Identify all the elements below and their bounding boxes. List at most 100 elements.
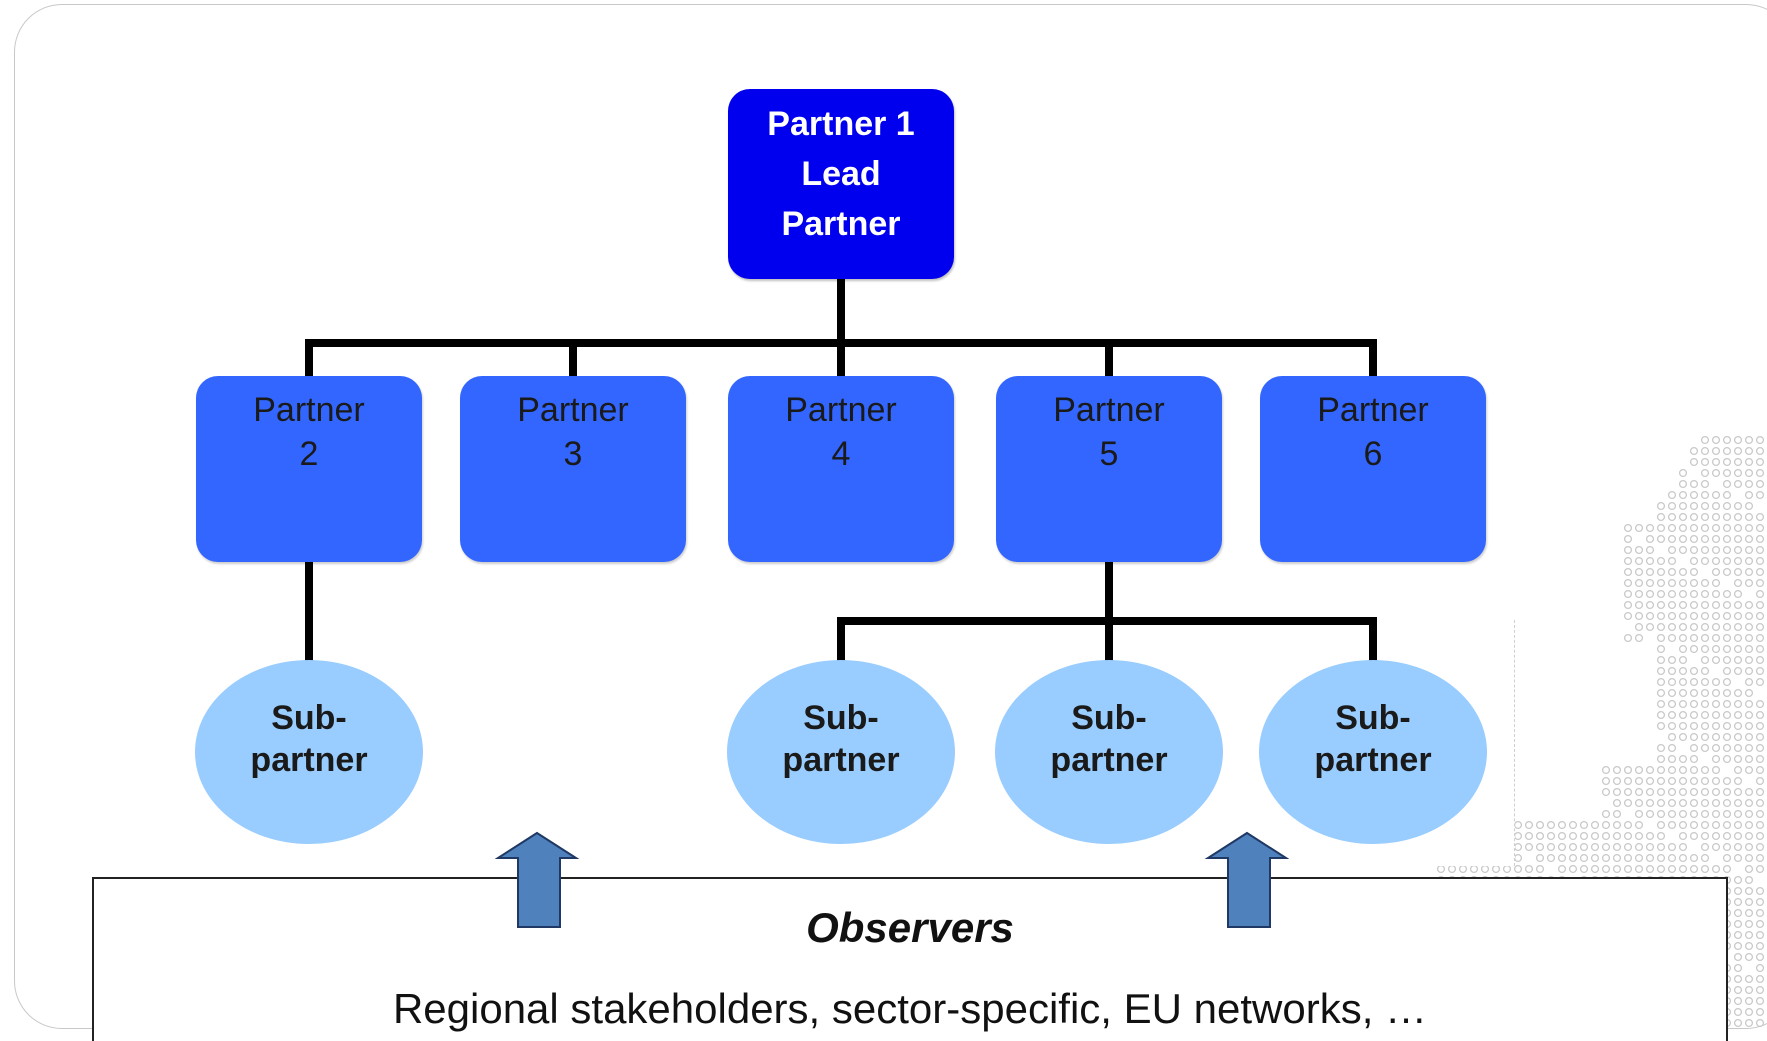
map-dot [1568, 831, 1578, 841]
map-dot [1656, 611, 1666, 621]
map-dot [1700, 853, 1710, 863]
map-dot [1645, 853, 1655, 863]
map-dot [1634, 864, 1644, 874]
map-dot [1557, 842, 1567, 852]
map-dot [1678, 765, 1688, 775]
map-dot [1733, 875, 1743, 885]
map-dot [1579, 831, 1589, 841]
map-dot [1656, 600, 1666, 610]
map-dot [1524, 842, 1534, 852]
map-dot [1700, 578, 1710, 588]
up-arrow-right-icon [1204, 831, 1290, 928]
map-dot [1733, 952, 1743, 962]
map-dot [1755, 919, 1765, 929]
map-dot [1733, 776, 1743, 786]
map-dot [1634, 578, 1644, 588]
partner-5-box: Partner 5 [996, 376, 1222, 562]
map-dot [1744, 842, 1754, 852]
sub-partner-of-partner-2: Sub- partner [195, 660, 423, 844]
map-dot [1623, 765, 1633, 775]
map-dot [1689, 864, 1699, 874]
map-dot [1733, 985, 1743, 995]
map-dot [1689, 765, 1699, 775]
map-dot [1678, 754, 1688, 764]
map-dot [1623, 853, 1633, 863]
map-dot [1722, 446, 1732, 456]
map-dot [1623, 578, 1633, 588]
map-dot [1612, 765, 1622, 775]
map-dot [1623, 600, 1633, 610]
map-dot [1744, 688, 1754, 698]
map-dot [1755, 941, 1765, 951]
map-dot [1722, 864, 1732, 874]
map-dot [1678, 600, 1688, 610]
map-dot [1733, 556, 1743, 566]
map-dot [1678, 721, 1688, 731]
partner-6-box: Partner 6 [1260, 376, 1486, 562]
map-dot [1678, 622, 1688, 632]
map-dot [1722, 611, 1732, 621]
map-dot [1755, 479, 1765, 489]
map-dot [1755, 699, 1765, 709]
map-dot [1733, 754, 1743, 764]
map-dot [1678, 776, 1688, 786]
map-dot [1733, 688, 1743, 698]
map-dot [1623, 611, 1633, 621]
map-dot [1601, 820, 1611, 830]
map-dot [1623, 831, 1633, 841]
map-dot [1634, 611, 1644, 621]
map-dot [1733, 1018, 1743, 1028]
map-dot [1678, 545, 1688, 555]
map-dot [1722, 633, 1732, 643]
map-dot [1711, 446, 1721, 456]
partner-3-box: Partner 3 [460, 376, 686, 562]
map-dot [1722, 567, 1732, 577]
map-dot [1689, 600, 1699, 610]
map-dot [1678, 820, 1688, 830]
map-dot [1711, 710, 1721, 720]
map-dot [1711, 776, 1721, 786]
map-dot [1700, 743, 1710, 753]
map-dot [1689, 732, 1699, 742]
map-dot [1689, 479, 1699, 489]
map-dot [1656, 677, 1666, 687]
map-dot [1700, 831, 1710, 841]
map-dot [1634, 831, 1644, 841]
map-dot [1711, 578, 1721, 588]
map-dot [1744, 567, 1754, 577]
map-dot [1700, 798, 1710, 808]
map-dot [1700, 655, 1710, 665]
map-dot [1612, 787, 1622, 797]
map-dot [1656, 688, 1666, 698]
map-dot [1634, 820, 1644, 830]
map-dot [1744, 699, 1754, 709]
map-dot [1601, 831, 1611, 841]
map-dot [1733, 930, 1743, 940]
map-dot [1667, 622, 1677, 632]
map-dot [1689, 622, 1699, 632]
map-dot [1656, 556, 1666, 566]
map-dot [1656, 787, 1666, 797]
map-dot [1722, 556, 1732, 566]
map-dot [1645, 842, 1655, 852]
map-dot [1689, 721, 1699, 731]
map-dot [1744, 644, 1754, 654]
map-dot [1645, 589, 1655, 599]
map-dot [1656, 567, 1666, 577]
map-dot [1700, 589, 1710, 599]
map-dot [1755, 600, 1765, 610]
map-dot [1612, 776, 1622, 786]
map-dot [1689, 809, 1699, 819]
map-dot [1689, 457, 1699, 467]
map-dot [1744, 622, 1754, 632]
map-dot [1733, 853, 1743, 863]
map-dot [1513, 864, 1523, 874]
map-dot [1755, 578, 1765, 588]
map-dot [1667, 732, 1677, 742]
map-dot [1634, 776, 1644, 786]
map-dot [1667, 721, 1677, 731]
map-dot [1656, 853, 1666, 863]
map-dot [1744, 655, 1754, 665]
map-dot [1711, 534, 1721, 544]
